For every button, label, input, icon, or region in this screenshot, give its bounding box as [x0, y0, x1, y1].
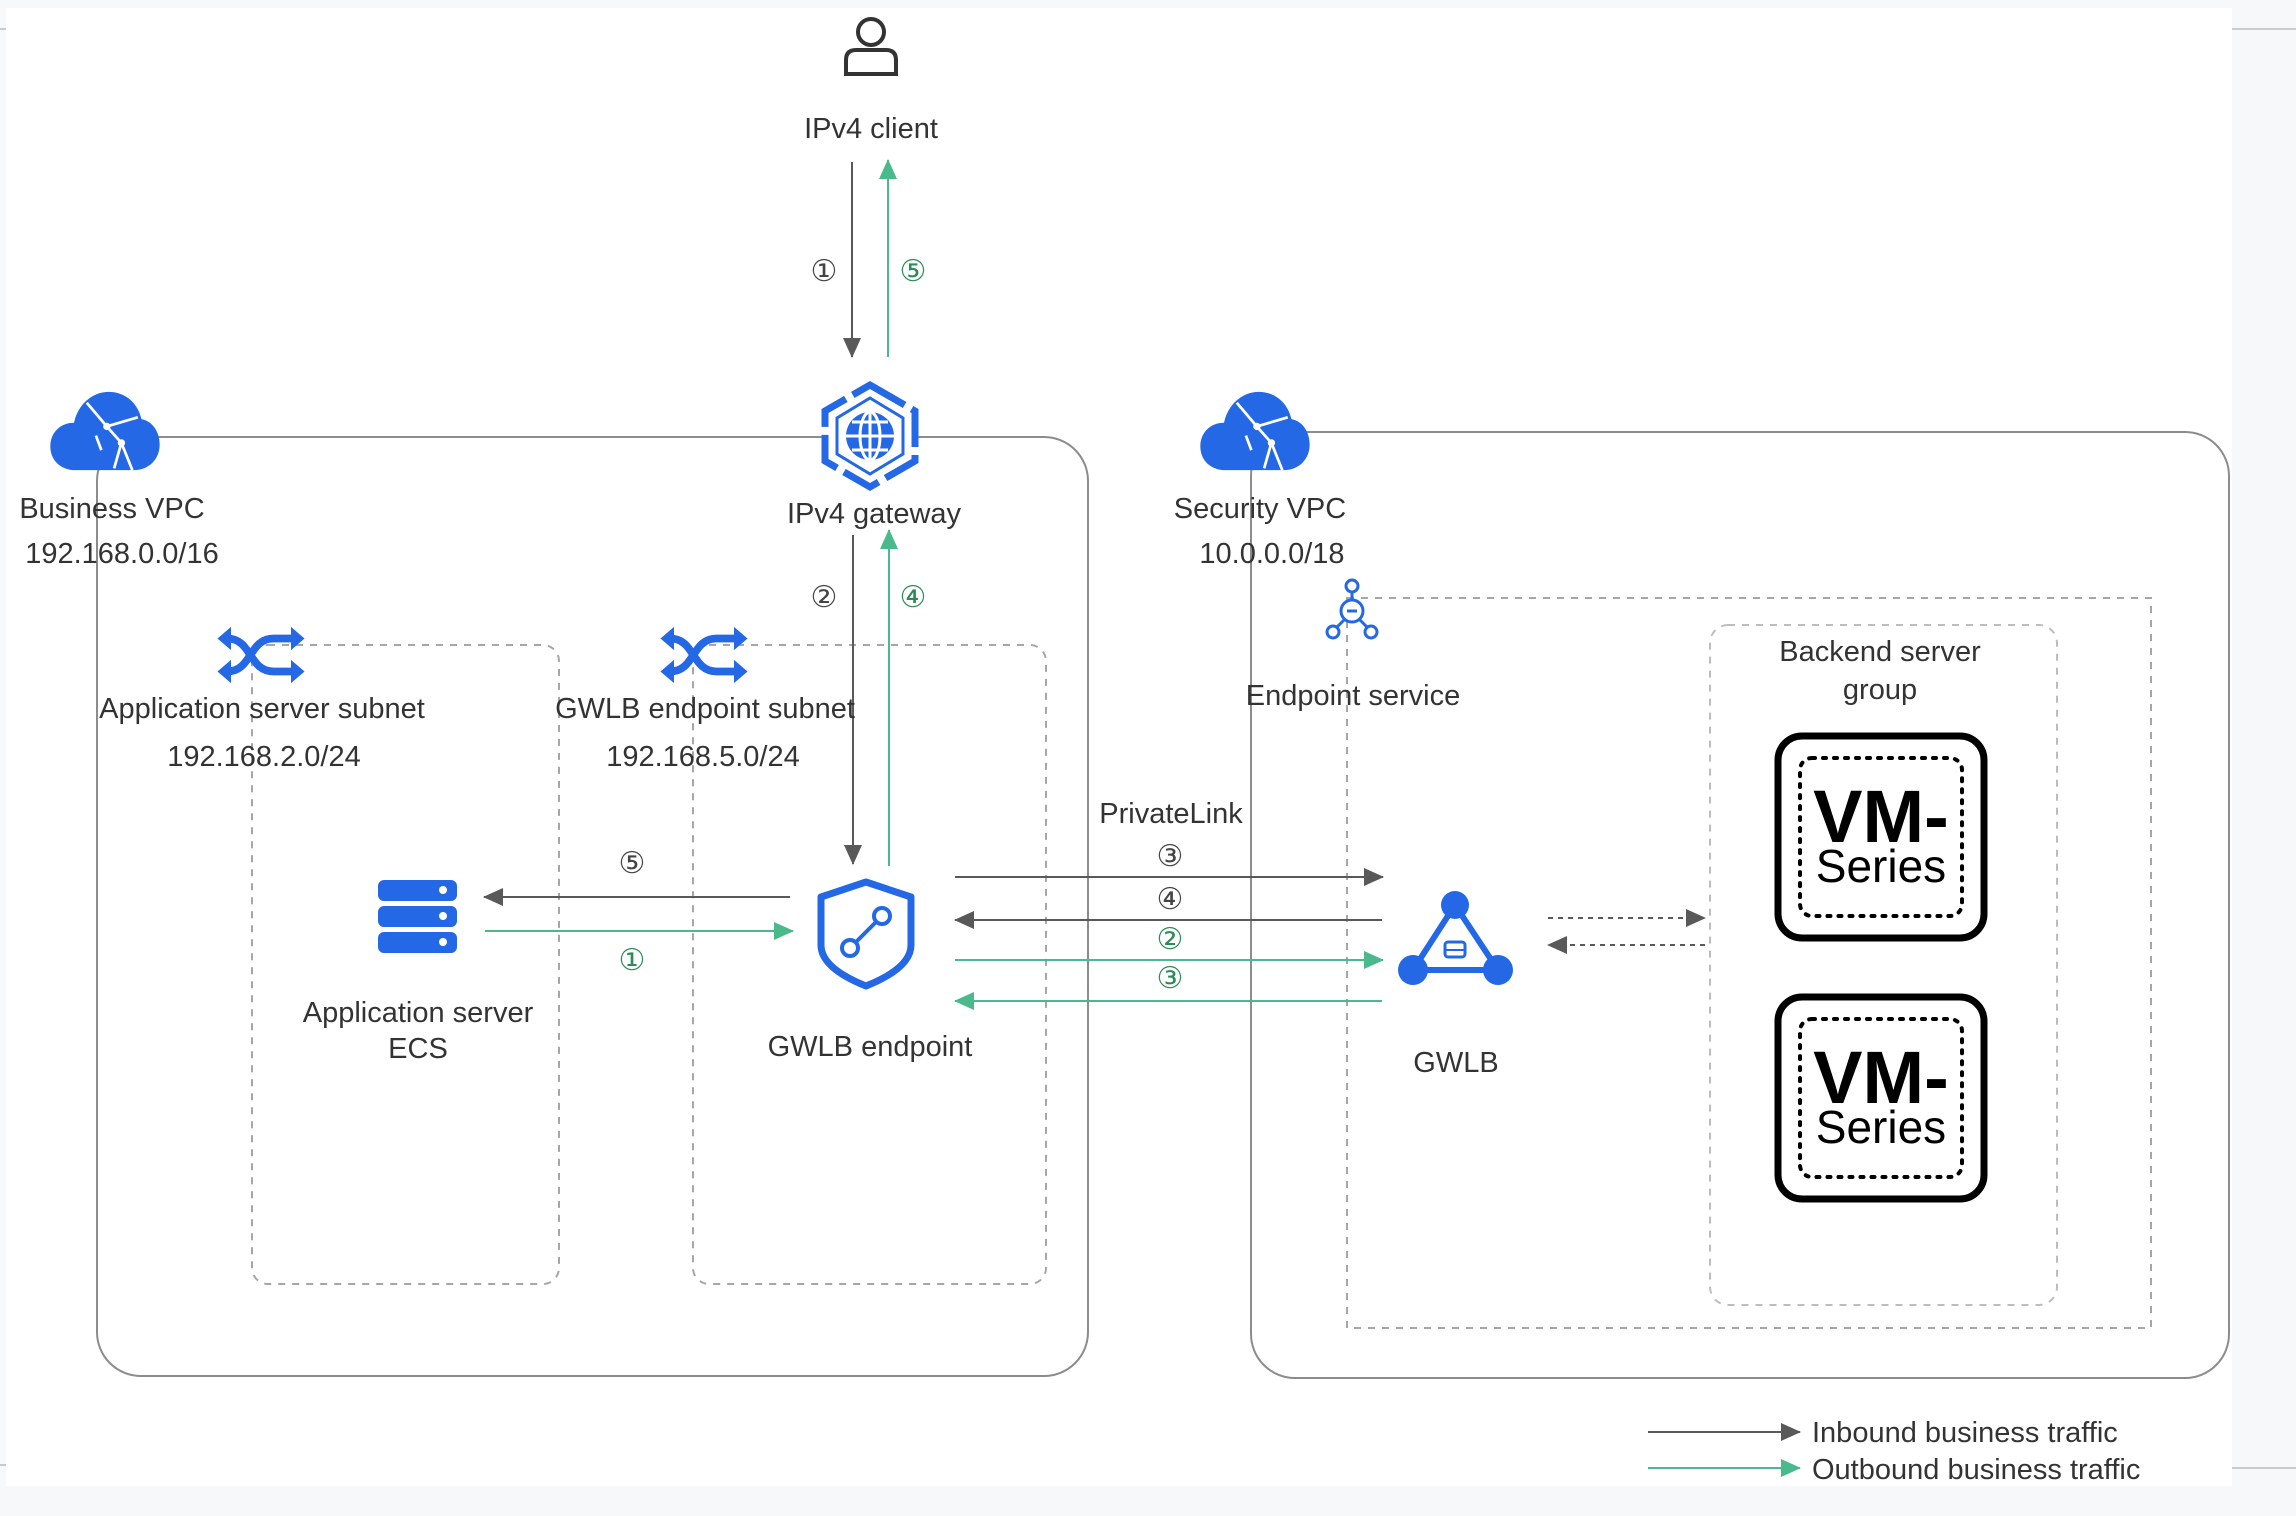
- vm-series-title: VM-: [1813, 1036, 1949, 1119]
- gwlb-endpoint-subnet-name: GWLB endpoint subnet: [555, 693, 855, 725]
- step-label: ④: [1157, 883, 1184, 916]
- business-vpc-name: Business VPC: [19, 493, 204, 525]
- business-vpc-cidr: 192.168.0.0/16: [25, 538, 219, 570]
- globe-hexagon-icon: [821, 380, 919, 492]
- endpoint-service-icon: [1325, 578, 1379, 640]
- backend-server-group-box: [1709, 624, 2058, 1306]
- application-subnet-name: Application server subnet: [99, 693, 425, 725]
- gwlb-triangle-icon: [1398, 891, 1513, 985]
- business-vpc-box: [96, 436, 1089, 1377]
- step-label: ③: [1157, 840, 1184, 873]
- server-stack-icon: [378, 880, 457, 953]
- backend-group-sublabel: group: [1843, 674, 1917, 706]
- privatelink-label: PrivateLink: [1099, 798, 1243, 830]
- cloud-vpc-icon: [1198, 390, 1312, 472]
- application-subnet-cidr: 192.168.2.0/24: [167, 741, 361, 773]
- step-label: ①: [811, 255, 838, 288]
- gateway-label: IPv4 gateway: [787, 498, 962, 530]
- edge-line-top-right: [2232, 28, 2296, 30]
- user-icon: [844, 17, 898, 76]
- gwlb-label: GWLB: [1413, 1047, 1498, 1079]
- step-label: ③: [1157, 962, 1184, 995]
- legend: Inbound business traffic Outbound busine…: [1648, 1417, 2140, 1486]
- vm-series-appliance: VM- Series: [1778, 736, 1984, 938]
- security-vpc-cidr: 10.0.0.0/18: [1199, 538, 1344, 570]
- endpoint-service-box: [1346, 597, 2152, 1329]
- step-label: ②: [811, 581, 838, 614]
- endpoint-service-label: Endpoint service: [1246, 680, 1460, 712]
- gwlb-endpoint-subnet-cidr: 192.168.5.0/24: [606, 741, 800, 773]
- vm-series-subtitle: Series: [1816, 1101, 1946, 1153]
- step-label: ①: [619, 944, 646, 977]
- step-label: ⑤: [900, 255, 927, 288]
- step-label: ⑤: [619, 847, 646, 880]
- vm-series-subtitle: Series: [1816, 840, 1946, 892]
- application-subnet-box: [251, 644, 560, 1285]
- step-label: ④: [900, 581, 927, 614]
- edge-line-top-left: [0, 28, 6, 30]
- gwlb-endpoint-subnet-box: [692, 644, 1047, 1285]
- edge-line-bottom-left: [0, 1464, 6, 1466]
- app-server-label: Application server: [303, 997, 534, 1029]
- shield-link-icon: [817, 878, 915, 990]
- vm-series-appliance: VM- Series: [1778, 997, 1984, 1199]
- cloud-vpc-icon: [48, 390, 162, 472]
- subnet-shuffle-icon: [217, 627, 304, 683]
- legend-inbound-label: Inbound business traffic: [1812, 1417, 2118, 1449]
- subnet-shuffle-icon: [660, 627, 747, 683]
- backend-group-label: Backend server: [1779, 636, 1981, 668]
- security-vpc-name: Security VPC: [1174, 493, 1346, 525]
- app-server-sublabel: ECS: [388, 1033, 448, 1065]
- edge-line-bottom-right: [2232, 1467, 2296, 1469]
- gwlb-endpoint-label: GWLB endpoint: [768, 1031, 973, 1063]
- legend-outbound-label: Outbound business traffic: [1812, 1454, 2140, 1486]
- vm-series-title: VM-: [1813, 775, 1949, 858]
- security-vpc-box: [1250, 431, 2230, 1379]
- step-label: ②: [1157, 923, 1184, 956]
- client-label: IPv4 client: [804, 113, 938, 145]
